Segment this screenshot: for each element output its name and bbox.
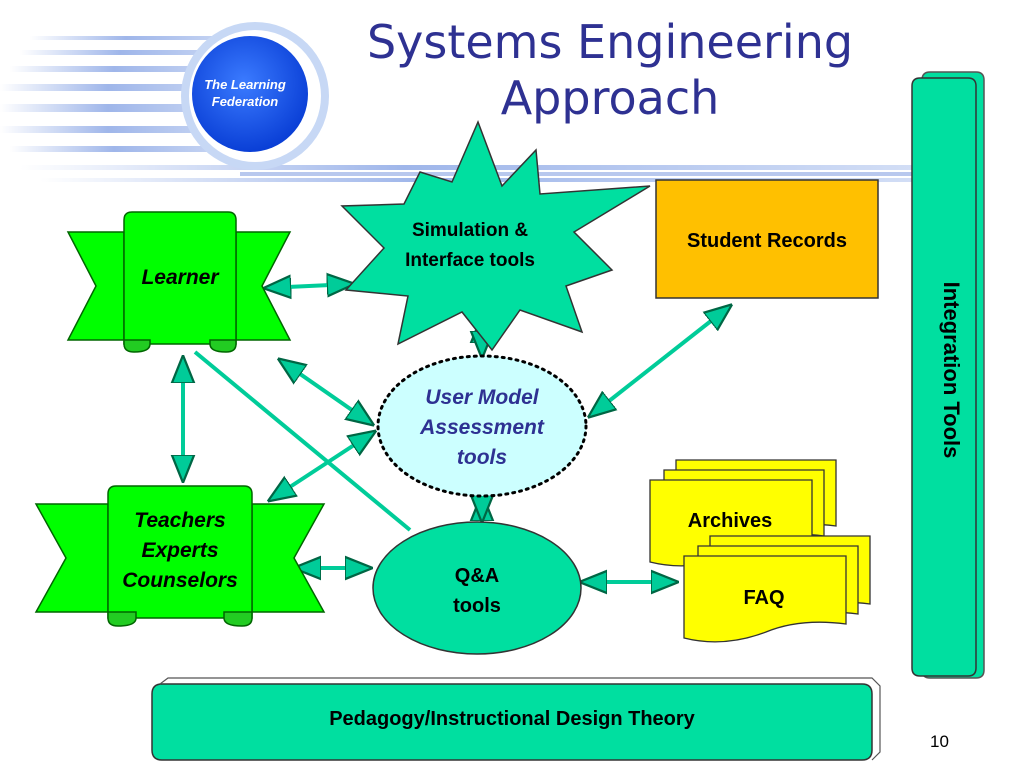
faq-label: FAQ (743, 587, 784, 609)
pedagogy-bar: Pedagogy/Instructional Design Theory (151, 677, 881, 761)
simulation-label-line1: Simulation & (412, 220, 528, 241)
federation-logo: The Learning Federation (181, 22, 329, 170)
student-records-label: Student Records (687, 230, 847, 252)
student-records-node: Student Records (655, 179, 879, 299)
slide-title: Systems Engineering Approach (340, 14, 880, 126)
pedagogy-label: Pedagogy/Instructional Design Theory (329, 708, 695, 730)
user-model-label-line1: User Model (425, 386, 539, 409)
teachers-label-line1: Teachers (134, 509, 225, 532)
page-number: 10 (930, 732, 949, 751)
simulation-label-line2: Interface tools (405, 250, 535, 271)
logo-text-line2: Federation (212, 94, 279, 109)
logo-text-line1: The Learning (204, 77, 286, 92)
slide-title-line1: Systems Engineering (366, 15, 854, 69)
arrow-learner-simulation (266, 284, 352, 288)
simulation-node: Simulation & Interface tools (340, 119, 651, 352)
slide-title-line2: Approach (500, 71, 720, 125)
integration-tools-bar: Integration Tools (911, 71, 985, 679)
qa-label-line2: tools (453, 595, 501, 617)
learner-label: Learner (141, 266, 220, 289)
qa-node: Q&A tools (372, 521, 582, 655)
teachers-label-line3: Counselors (122, 569, 238, 592)
connectors (183, 284, 730, 582)
teachers-label-line2: Experts (141, 539, 218, 562)
arrow-usermodel-records (590, 306, 730, 416)
teachers-node: Teachers Experts Counselors (34, 485, 326, 627)
user-model-label-line3: tools (457, 446, 507, 469)
archives-label: Archives (688, 510, 773, 532)
learner-node: Learner (66, 211, 292, 353)
qa-label-line1: Q&A (455, 565, 499, 587)
faq-node: FAQ (683, 535, 871, 643)
arrow-teachers-usermodel (270, 432, 374, 500)
archives-node: Archives (649, 459, 837, 567)
user-model-node: User Model Assessment tools (376, 354, 588, 498)
user-model-label-line2: Assessment (419, 416, 545, 439)
arrow-learner-usermodel (280, 360, 372, 424)
integration-tools-label: Integration Tools (939, 282, 964, 459)
